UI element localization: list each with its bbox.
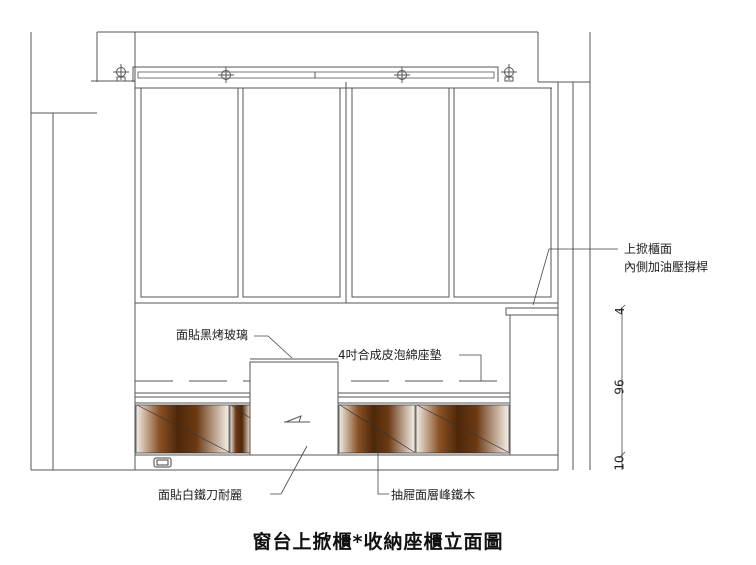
- right-wall: [557, 32, 591, 470]
- lift-cabinet-top: [505, 307, 559, 455]
- label-hydraulic-line1: 上掀櫃面: [624, 242, 673, 256]
- outlet-icon: [153, 457, 172, 468]
- leader-white-panel: [270, 445, 308, 495]
- label-drawer-face: 抽屜面層峰鐵木: [391, 488, 476, 502]
- spotlight-icon-2: [394, 67, 410, 83]
- spotlight-icon-1: [218, 67, 234, 83]
- label-black-glass: 面貼黑烤玻璃: [176, 328, 249, 342]
- label-white-panel: 面貼白鐵刀耐麗: [158, 488, 243, 502]
- dim-top: 4: [612, 307, 627, 315]
- dim-bottom: 10: [612, 455, 627, 471]
- dimension-line: [618, 304, 626, 470]
- drawer-panels: [135, 404, 510, 454]
- drawing-title: 窗台上掀櫃*收納座櫃立面圖: [252, 531, 504, 553]
- left-wall: [30, 32, 98, 470]
- light-track: [132, 66, 499, 82]
- leader-drawer: [377, 446, 389, 495]
- dim-middle: 96: [612, 379, 627, 395]
- downlight-icon-right: [501, 64, 517, 82]
- leader-cushion: [459, 354, 482, 381]
- downlight-icon-left: [113, 64, 129, 82]
- leader-hydraulic: [532, 248, 618, 306]
- label-hydraulic-line2: 內側加油壓撐桿: [624, 260, 709, 274]
- leader-black-glass: [254, 335, 293, 359]
- center-panel: [249, 358, 339, 456]
- window-frame: [135, 82, 558, 304]
- label-seat-cushion: 4吋合成皮泡綿座墊: [338, 348, 442, 362]
